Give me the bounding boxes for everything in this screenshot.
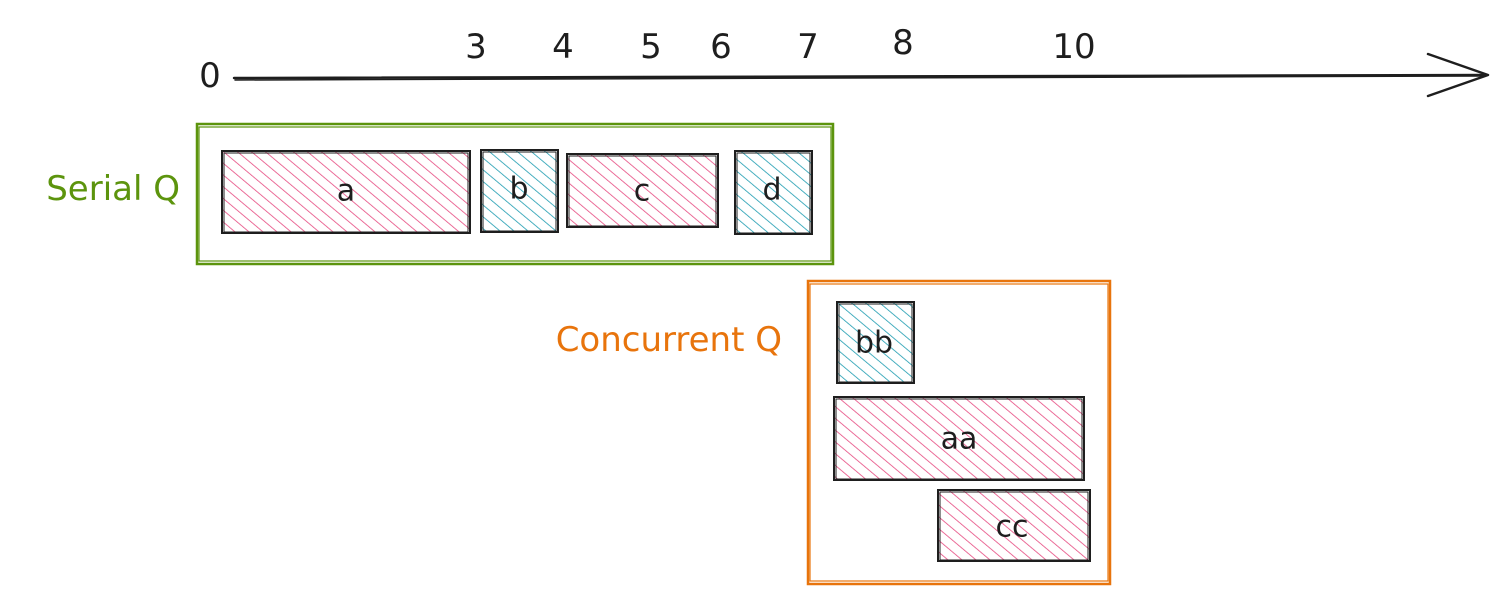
tick-label-5: 5 xyxy=(640,27,662,67)
tick-label-4: 4 xyxy=(552,27,574,67)
task-c: c xyxy=(566,153,719,228)
task-aa: aa xyxy=(833,396,1085,481)
timeline-ticks: 0 3 4 5 6 7 8 10 xyxy=(199,23,1095,96)
task-bb-outline-sketch xyxy=(838,303,913,383)
task-aa-outline xyxy=(833,396,1085,481)
concurrent-queue-label: Concurrent Q xyxy=(556,320,782,360)
task-cc-fill xyxy=(938,490,1090,561)
tick-label-3: 3 xyxy=(465,27,487,67)
task-d-outline-sketch xyxy=(736,152,811,234)
axis-arrowhead xyxy=(1426,52,1490,98)
task-d-fill xyxy=(735,151,812,234)
task-c-outline-sketch xyxy=(568,155,717,227)
task-a-fill xyxy=(222,151,470,233)
task-bb: bb xyxy=(836,301,915,384)
task-d: d xyxy=(734,150,813,235)
task-c-fill xyxy=(567,154,718,227)
serial-queue-label: Serial Q xyxy=(46,169,180,209)
task-bb-fill xyxy=(837,302,914,383)
task-b-outline xyxy=(480,149,559,233)
task-a-label: a xyxy=(337,174,355,209)
serial-queue: Serial Q a b c d xyxy=(46,122,835,266)
task-c-outline xyxy=(566,153,719,228)
task-cc-label: cc xyxy=(996,510,1029,545)
task-b-outline-sketch xyxy=(482,151,557,232)
task-a-outline-sketch xyxy=(223,152,469,233)
task-aa-outline-sketch xyxy=(835,398,1083,480)
concurrent-queue-frame-sketch xyxy=(809,283,1109,582)
tick-label-0: 0 xyxy=(199,56,221,96)
tick-label-6: 6 xyxy=(710,27,732,67)
task-b: b xyxy=(480,149,559,233)
task-cc: cc xyxy=(937,489,1091,562)
task-aa-label: aa xyxy=(941,422,978,457)
timeline-axis xyxy=(232,52,1490,98)
concurrent-queue: Concurrent Q bb aa cc xyxy=(556,279,1112,586)
task-d-label: d xyxy=(762,173,781,208)
task-a-outline xyxy=(221,150,471,234)
task-bb-label: bb xyxy=(855,326,893,361)
task-cc-outline xyxy=(937,489,1091,562)
task-a: a xyxy=(221,150,471,234)
task-cc-outline-sketch xyxy=(939,491,1089,561)
task-bb-outline xyxy=(836,301,915,384)
task-b-fill xyxy=(481,150,558,232)
tick-label-8: 8 xyxy=(892,23,914,63)
task-d-outline xyxy=(734,150,813,235)
tick-label-7: 7 xyxy=(797,27,819,67)
tick-label-10: 10 xyxy=(1052,27,1095,67)
serial-queue-frame-sketch xyxy=(198,126,832,262)
task-aa-fill xyxy=(834,397,1084,480)
concurrent-queue-frame xyxy=(806,279,1112,586)
serial-queue-frame xyxy=(195,122,835,266)
task-b-label: b xyxy=(509,172,528,207)
task-c-label: c xyxy=(634,174,651,209)
